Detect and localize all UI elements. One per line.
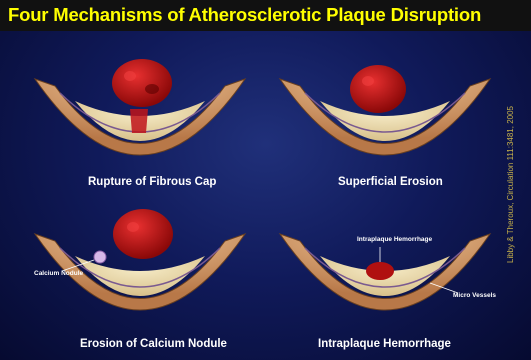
annotation-calcium-nodule: Calcium Nodule — [34, 270, 83, 277]
diagram-canvas — [0, 31, 531, 360]
thrombus — [112, 59, 172, 107]
calcium-nodule-mark — [94, 251, 106, 263]
panel-label-rupture: Rupture of Fibrous Cap — [88, 176, 216, 188]
panel-label-superficial-erosion: Superficial Erosion — [338, 176, 443, 188]
hemorrhage — [366, 262, 394, 280]
panel-superficial-erosion — [280, 65, 490, 155]
rupture-site — [130, 109, 148, 133]
citation-credit: Libby & Theroux, Circulation 111:3481, 2… — [506, 106, 515, 263]
thrombus — [350, 65, 406, 113]
panel-label-intraplaque-hemorrhage: Intraplaque Hemorrhage — [318, 338, 451, 350]
panel-label-calcium-nodule: Erosion of Calcium Nodule — [80, 338, 227, 350]
thrombus — [113, 209, 173, 259]
annotation-micro-vessels: Micro Vessels — [453, 292, 496, 299]
annotation-intraplaque-hemorrhage: Intraplaque Hemorrhage — [357, 236, 432, 243]
panel-calcium-nodule — [35, 209, 245, 310]
title-bar: Four Mechanisms of Atherosclerotic Plaqu… — [0, 0, 531, 31]
slide-title: Four Mechanisms of Atherosclerotic Plaqu… — [8, 4, 481, 26]
panel-rupture — [35, 59, 245, 155]
